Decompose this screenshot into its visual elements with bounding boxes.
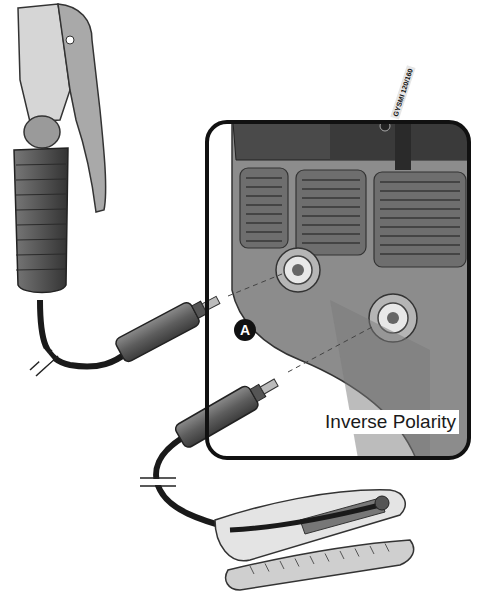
callout-letter: A [240,322,250,338]
welder-machine [232,122,469,458]
cable-plug [174,371,283,449]
socket [276,248,320,292]
model-name: GYSMI 120/160 [390,65,415,119]
panel-caption: Inverse Polarity [322,410,459,434]
inset-frame [207,122,469,458]
electrode-holder [14,4,128,376]
ground-clamp [215,490,414,590]
callout-circle [234,319,256,341]
inset-panel: Inverse Polarity [207,122,469,458]
